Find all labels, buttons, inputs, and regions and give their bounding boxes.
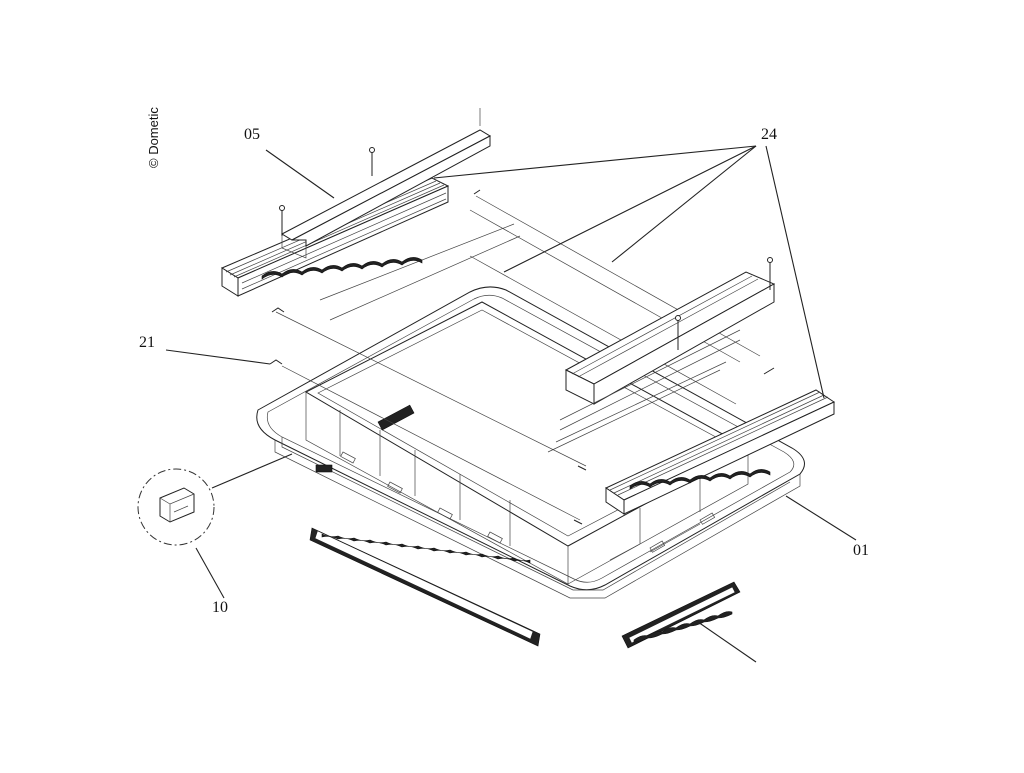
callout-05: 05 <box>244 126 260 143</box>
callout-21: 21 <box>139 334 155 351</box>
leader-lines <box>165 145 857 663</box>
gasket-strips <box>309 527 741 649</box>
callout-01: 01 <box>853 542 869 559</box>
copyright-notice: © Dometic <box>146 107 161 168</box>
rail-top-left <box>220 108 492 297</box>
clip-detail-circle <box>137 468 215 546</box>
callout-10: 10 <box>212 599 228 616</box>
rail-front-right <box>604 389 836 515</box>
rods-and-wires <box>269 189 775 525</box>
callout-24: 24 <box>761 126 777 143</box>
rail-right <box>559 257 776 431</box>
